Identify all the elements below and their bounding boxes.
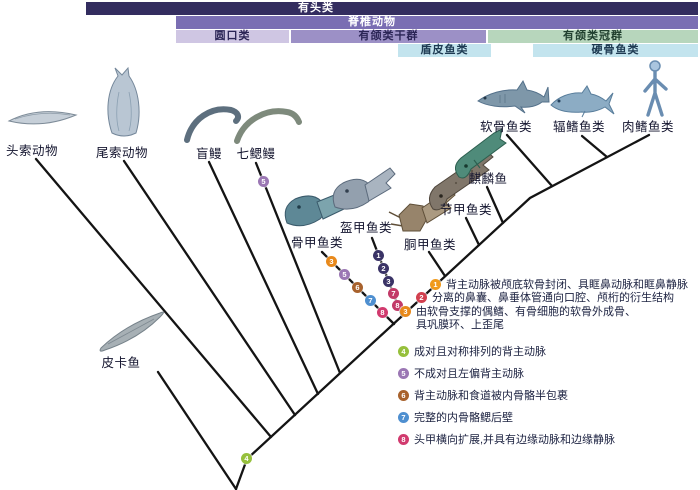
character-marker: 4 bbox=[241, 453, 252, 464]
legend-item: 2 分离的鼻囊、鼻垂体管通向口腔、颅桁的衍生结构 bbox=[416, 292, 674, 305]
taxon-label-galeaspida: 盔甲鱼类 bbox=[339, 221, 393, 235]
legend-item-number: 7 bbox=[398, 412, 409, 423]
legend-item: 1 背主动脉被颅底软骨封闭、具眶鼻动脉和眶鼻静脉 bbox=[430, 279, 688, 292]
legend-item: 8 头甲横向扩展,并具有边缘动脉和边缘静脉 bbox=[398, 434, 615, 447]
legend-item-number: 3 bbox=[400, 306, 411, 317]
branch-pikaia bbox=[156, 370, 238, 490]
clade-bar-vertebrata: 脊椎动物 bbox=[176, 16, 698, 29]
character-marker: 8 bbox=[392, 300, 403, 311]
branch-cephalochordata bbox=[34, 157, 273, 439]
taxon-label-urochordata: 尾索动物 bbox=[95, 146, 149, 160]
taxon-label-actinopterygii: 辐鳍鱼类 bbox=[552, 120, 606, 134]
branch-urochordata bbox=[122, 159, 297, 417]
clade-bar-osteichthyes: 硬骨鱼类 bbox=[533, 44, 698, 57]
legend-item-number: 1 bbox=[430, 279, 441, 290]
clade-bar-cyclostomata: 圆口类 bbox=[176, 30, 289, 43]
legend-item-number: 5 bbox=[398, 368, 409, 379]
hagfish-illustration bbox=[184, 106, 242, 143]
branch-backbone bbox=[234, 133, 651, 490]
legend-item: 4 成对且对称排列的背主动脉 bbox=[398, 346, 546, 359]
taxon-label-arthrodira: 节甲鱼类 bbox=[439, 203, 493, 217]
branch-antiarcha bbox=[427, 250, 447, 278]
legend-item-text: 背主动脉被颅底软骨封闭、具眶鼻动脉和眶鼻静脉 bbox=[446, 279, 688, 291]
character-marker: 8 bbox=[377, 307, 388, 318]
lancelet-illustration bbox=[7, 111, 78, 125]
character-marker: 1 bbox=[373, 250, 384, 261]
branch-chondrichthyes bbox=[505, 133, 554, 188]
taxon-label-sarcopterygii: 肉鳍鱼类 bbox=[621, 120, 675, 134]
legend-item-text: 由软骨支撑的偶鳍、有骨细胞的软骨外成骨、具巩膜环、上歪尾 bbox=[416, 306, 636, 331]
legend-item-text: 背主动脉和食道被内骨骼半包裹 bbox=[414, 390, 568, 402]
taxon-label-pikaia: 皮卡鱼 bbox=[101, 356, 141, 370]
taxon-label-lamprey: 七鳃鳗 bbox=[236, 147, 276, 161]
pikaia-illustration bbox=[99, 311, 164, 352]
character-marker: 2 bbox=[378, 263, 389, 274]
clade-bar-stem-gnathostomata: 有颌类干群 bbox=[291, 30, 486, 43]
branch-lamprey bbox=[254, 161, 342, 375]
taxon-label-hagfish: 盲鳗 bbox=[195, 147, 223, 161]
legend-item-text: 头甲横向扩展,并具有边缘动脉和边缘静脉 bbox=[414, 434, 616, 446]
branch-qilinyu bbox=[485, 185, 505, 225]
character-marker: 5 bbox=[258, 176, 269, 187]
character-marker: 6 bbox=[352, 282, 363, 293]
legend-item-number: 2 bbox=[416, 292, 427, 303]
taxon-label-qilinyu: 麒麟鱼 bbox=[468, 172, 508, 186]
legend-item-text: 完整的内骨骼鳃后壁 bbox=[414, 412, 513, 424]
branch-hagfish bbox=[207, 160, 320, 396]
clade-bar-label: 有头类 bbox=[298, 2, 334, 14]
legend-item-number: 4 bbox=[398, 346, 409, 357]
character-marker: 3 bbox=[326, 256, 337, 267]
character-marker: 7 bbox=[388, 288, 399, 299]
human-illustration bbox=[643, 60, 668, 117]
tunicate-illustration bbox=[107, 66, 140, 137]
taxon-label-cephalochordata: 头索动物 bbox=[5, 144, 59, 158]
clade-bar-label: 圆口类 bbox=[214, 30, 251, 42]
clade-bar-label: 有颌类冠群 bbox=[563, 30, 623, 42]
legend-item-number: 8 bbox=[398, 434, 409, 445]
taxon-label-osteostraci: 骨甲鱼类 bbox=[290, 236, 344, 250]
character-marker: 7 bbox=[365, 295, 376, 306]
character-marker: 3 bbox=[383, 276, 394, 287]
galeaspid-illustration bbox=[332, 167, 396, 210]
qilinyu-illustration bbox=[455, 128, 507, 179]
lamprey-illustration bbox=[234, 108, 302, 144]
clade-bar-label: 脊椎动物 bbox=[348, 16, 396, 28]
clade-bar-crown-gnathostomata: 有颌类冠群 bbox=[488, 30, 698, 43]
branch-arthrodira bbox=[464, 216, 481, 247]
taxon-label-chondrichthyes: 软骨鱼类 bbox=[479, 120, 533, 134]
clade-bar-craniata: 有头类 bbox=[86, 2, 698, 15]
rayfin-fish-illustration bbox=[550, 85, 615, 118]
legend-item: 6 背主动脉和食道被内骨骼半包裹 bbox=[398, 390, 568, 403]
legend-item-text: 不成对且左偏背主动脉 bbox=[414, 368, 524, 380]
arthrodire-illustration bbox=[429, 150, 494, 211]
shark-illustration bbox=[477, 79, 550, 114]
clade-bar-placodermi: 盾皮鱼类 bbox=[398, 44, 491, 57]
tree-branches bbox=[34, 133, 651, 490]
legend-item-text: 分离的鼻囊、鼻垂体管通向口腔、颅桁的衍生结构 bbox=[432, 292, 674, 304]
legend-item-text: 成对且对称排列的背主动脉 bbox=[414, 346, 546, 358]
clade-bar-label: 有颌类干群 bbox=[358, 30, 419, 42]
taxon-label-antiarcha: 胴甲鱼类 bbox=[403, 238, 457, 252]
legend-item: 7 完整的内骨骼鳃后壁 bbox=[398, 412, 513, 425]
clade-bar-label: 盾皮鱼类 bbox=[420, 44, 469, 56]
legend-item: 3 由软骨支撑的偶鳍、有骨细胞的软骨外成骨、具巩膜环、上歪尾 bbox=[400, 306, 641, 332]
character-marker: 5 bbox=[339, 269, 350, 280]
branch-actinopterygii bbox=[580, 134, 609, 159]
legend-item-number: 6 bbox=[398, 390, 409, 401]
legend-item: 5 不成对且左偏背主动脉 bbox=[398, 368, 524, 381]
clade-bar-label: 硬骨鱼类 bbox=[591, 44, 640, 56]
